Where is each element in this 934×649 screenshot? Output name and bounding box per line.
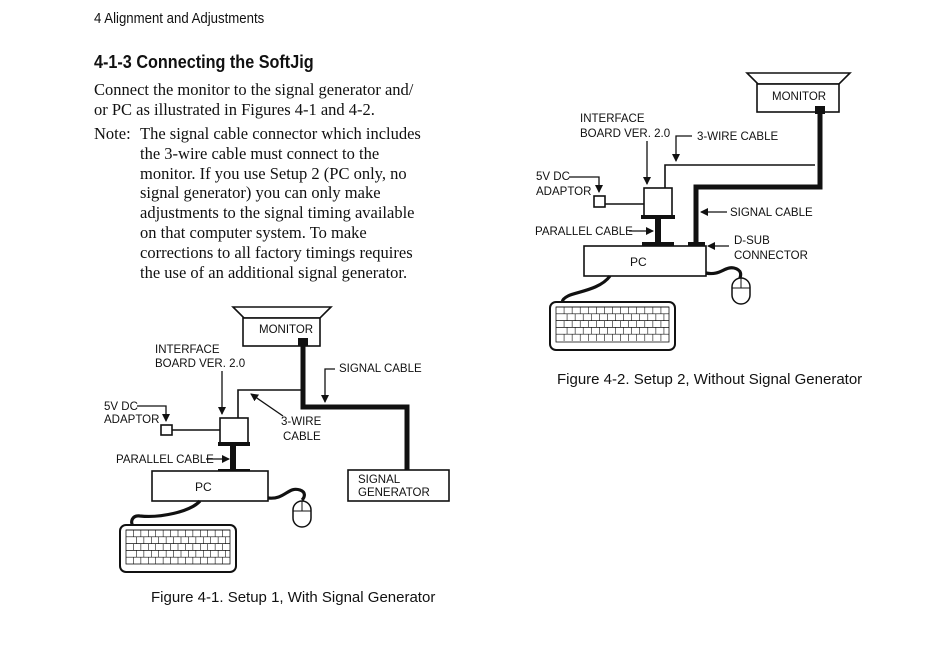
- intro-line: or PC as illustrated in Figures 4-1 and …: [94, 99, 375, 119]
- keyboard-icon-1: [119, 524, 237, 573]
- adaptor-box-2: [593, 195, 606, 208]
- signal-cable-1: [300, 346, 410, 470]
- interface-board-2-label-2: BOARD VER. 2.0: [580, 128, 670, 140]
- signal-generator-label-1: SIGNAL: [358, 474, 401, 486]
- intro-line: Connect the monitor to the signal genera…: [94, 80, 414, 99]
- figure-4-1: MONITOR PC SIGNAL GENERATOR: [104, 306, 450, 606]
- note-line: adjustments to the signal timing availab…: [140, 203, 415, 223]
- adaptor-2-label-1: 5V DC: [536, 171, 570, 183]
- mouse-cable-1: [267, 487, 306, 502]
- keyboard-cable-1: [130, 499, 202, 527]
- running-head: 4 Alignment and Adjustments: [94, 10, 265, 27]
- keyboard-icon-2: [549, 301, 676, 351]
- three-wire-2-label: 3-WIRE CABLE: [697, 131, 778, 143]
- three-wire-1-label-2: CABLE: [283, 431, 321, 443]
- note-label: Note:: [94, 124, 131, 143]
- dsub-label-2: CONNECTOR: [734, 250, 808, 262]
- mouse-cable-2: [705, 266, 743, 279]
- interface-board-1-label-2: BOARD VER. 2.0: [155, 358, 245, 370]
- note-line: corrections to all factory timings requi…: [140, 242, 413, 262]
- signal-cable-1-label: SIGNAL CABLE: [339, 363, 422, 375]
- pc-2-label: PC: [630, 255, 647, 269]
- signal-cable-2-label: SIGNAL CABLE: [730, 207, 813, 219]
- signal-generator-box: [347, 469, 450, 502]
- dsub-label-1: D-SUB: [734, 235, 770, 247]
- monitor-2: MONITOR: [745, 72, 852, 113]
- figure-4-2: MONITOR PC INTERFACE B: [535, 72, 862, 388]
- note-line: on that computer system. To make: [140, 222, 367, 242]
- adaptor-1-label-1: 5V DC: [104, 401, 138, 413]
- figure-4-2-caption: Figure 4-2. Setup 2, Without Signal Gene…: [557, 371, 862, 388]
- adaptor-box-1: [160, 424, 173, 436]
- note-line: monitor. If you use Setup 2 (PC only, no: [140, 163, 407, 183]
- interface-board-2: [643, 187, 673, 217]
- interface-board-2-label-1: INTERFACE: [580, 113, 645, 125]
- pc-1-label: PC: [195, 480, 212, 494]
- monitor-1-label: MONITOR: [259, 324, 313, 336]
- note-text: The signal cable connector which include…: [140, 124, 460, 282]
- three-wire-cable-2: [664, 164, 815, 188]
- figure-4-1-caption: Figure 4-1. Setup 1, With Signal Generat…: [151, 589, 435, 606]
- monitor-1: MONITOR: [231, 306, 333, 347]
- pc-box-1: [151, 470, 269, 502]
- adaptor-1-label-2: ADAPTOR: [104, 414, 159, 426]
- intro-paragraph: Connect the monitor to the signal genera…: [94, 80, 464, 120]
- signal-generator-label-2: GENERATOR: [358, 487, 430, 499]
- monitor-2-label: MONITOR: [772, 91, 826, 103]
- note-line: the use of an additional signal generato…: [140, 262, 408, 282]
- adaptor-2-label-2: ADAPTOR: [536, 186, 591, 198]
- three-wire-1-label-1: 3-WIRE: [281, 416, 322, 428]
- note-line: The signal cable connector which include…: [140, 124, 421, 143]
- section-heading: 4-1-3 Connecting the SoftJig: [94, 52, 314, 72]
- pc-box-2: [583, 245, 707, 277]
- three-wire-cable-1: [237, 389, 303, 418]
- parallel-cable-1-label: PARALLEL CABLE: [116, 454, 214, 466]
- interface-board-1-label-1: INTERFACE: [155, 344, 220, 356]
- signal-cable-2: [693, 114, 823, 244]
- parallel-cable-2-label: PARALLEL CABLE: [535, 226, 633, 238]
- note-line: signal generator) you can only make: [140, 183, 381, 203]
- note-line: the 3-wire cable must connect to the: [140, 143, 380, 163]
- interface-board-1: [219, 417, 249, 444]
